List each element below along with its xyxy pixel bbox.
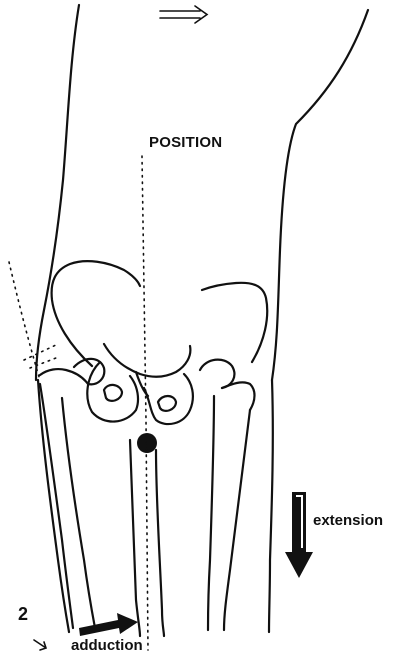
extension-arrow xyxy=(285,492,313,578)
adduction-arrow xyxy=(79,613,138,636)
figure-mark xyxy=(34,640,46,650)
right-femur xyxy=(200,360,255,630)
position-label: POSITION xyxy=(149,134,222,151)
adduction-label: adduction xyxy=(71,637,143,654)
figure-number: 2 xyxy=(18,604,28,625)
pelvis xyxy=(52,261,268,424)
body-outline xyxy=(36,5,368,632)
extension-label: extension xyxy=(313,512,383,529)
reference-lines xyxy=(9,156,148,650)
top-direction-arrow xyxy=(160,6,207,23)
